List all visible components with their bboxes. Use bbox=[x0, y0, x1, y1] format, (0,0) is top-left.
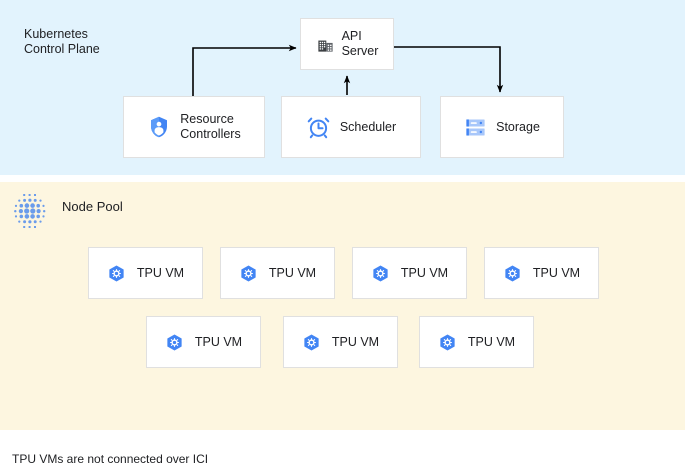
diagram-caption: TPU VMs are not connected over ICI bbox=[12, 452, 209, 466]
building-icon bbox=[316, 35, 335, 54]
tpu-vm-label: TPU VM bbox=[136, 265, 185, 280]
alarm-clock-icon bbox=[306, 115, 331, 140]
tpu-vm-card[interactable]: TPU VM bbox=[419, 316, 534, 368]
storage-label: Storage bbox=[496, 119, 540, 134]
server-stack-icon bbox=[464, 116, 487, 139]
api-server-label: API Server bbox=[341, 29, 379, 58]
tpu-vm-card[interactable]: TPU VM bbox=[88, 247, 203, 299]
tpu-hex-icon bbox=[239, 264, 258, 283]
tpu-vm-card[interactable]: TPU VM bbox=[220, 247, 335, 299]
api-server-node[interactable]: API Server bbox=[300, 18, 394, 70]
tpu-vm-label: TPU VM bbox=[268, 265, 317, 280]
tpu-hex-icon bbox=[165, 333, 184, 352]
tpu-vm-card[interactable]: TPU VM bbox=[283, 316, 398, 368]
shield-user-icon bbox=[147, 115, 171, 139]
tpu-vm-label: TPU VM bbox=[194, 334, 243, 349]
node-pool-title: Node Pool bbox=[62, 199, 123, 214]
tpu-vm-card[interactable]: TPU VM bbox=[352, 247, 467, 299]
dot-grid-icon bbox=[11, 193, 51, 229]
tpu-vm-label: TPU VM bbox=[331, 334, 380, 349]
tpu-hex-icon bbox=[107, 264, 126, 283]
storage-node[interactable]: Storage bbox=[440, 96, 564, 158]
resource-controllers-label: Resource Controllers bbox=[180, 112, 241, 141]
tpu-hex-icon bbox=[302, 333, 321, 352]
tpu-hex-icon bbox=[371, 264, 390, 283]
tpu-vm-label: TPU VM bbox=[400, 265, 449, 280]
tpu-vm-label: TPU VM bbox=[532, 265, 581, 280]
scheduler-node[interactable]: Scheduler bbox=[281, 96, 421, 158]
tpu-vm-card[interactable]: TPU VM bbox=[146, 316, 261, 368]
tpu-vm-label: TPU VM bbox=[467, 334, 516, 349]
tpu-vm-card[interactable]: TPU VM bbox=[484, 247, 599, 299]
scheduler-label: Scheduler bbox=[339, 119, 397, 134]
resource-controllers-node[interactable]: Resource Controllers bbox=[123, 96, 265, 158]
node-pool-panel bbox=[0, 182, 685, 430]
tpu-hex-icon bbox=[438, 333, 457, 352]
tpu-hex-icon bbox=[503, 264, 522, 283]
control-plane-title: Kubernetes Control Plane bbox=[24, 27, 100, 56]
